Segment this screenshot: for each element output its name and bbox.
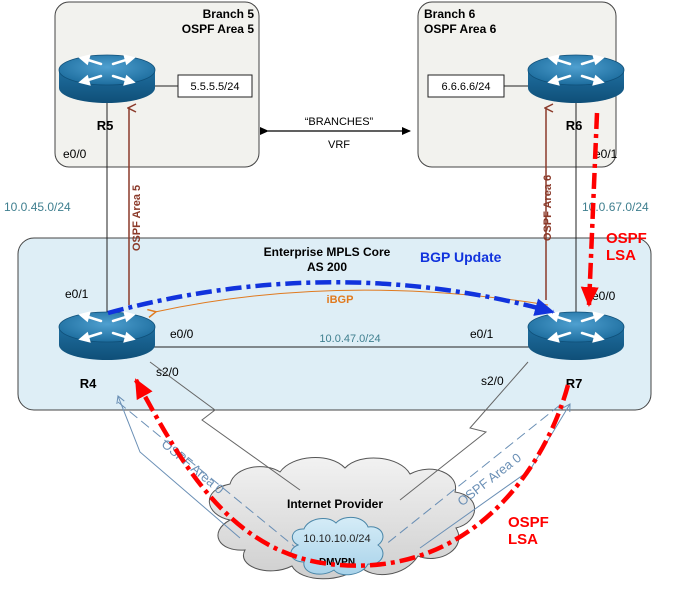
r6-name: R6 (566, 118, 583, 133)
bgp-update-arrow (107, 280, 555, 316)
branch6-title: Branch 6 (424, 7, 476, 21)
ospf-lsa-top-arrow (580, 112, 600, 307)
ospf-area6-label: OSPF Area 6 (542, 175, 554, 241)
dmvpn-subnet: 10.10.10.0/24 (303, 533, 370, 545)
r4-name: R4 (80, 376, 97, 391)
serial-r7-internet (399, 361, 529, 501)
r5-prefix: 5.5.5.5/24 (191, 81, 240, 93)
router-r7[interactable] (526, 310, 626, 362)
r7-s2-0: s2/0 (481, 374, 504, 388)
r4-e0-1: e0/1 (65, 287, 89, 301)
ospf-area0-left-label: OSPF Area 0 (159, 436, 227, 497)
ospf-area5-label: OSPF Area 5 (131, 185, 143, 251)
r7-e0-1: e0/1 (470, 327, 494, 341)
serial-r4-internet (149, 361, 301, 491)
router-r5[interactable] (57, 53, 157, 105)
r7-e0-0: e0/0 (592, 289, 616, 303)
router-r6[interactable] (526, 53, 626, 105)
router-r4[interactable] (57, 310, 157, 362)
branch5-area: OSPF Area 5 (182, 22, 255, 36)
ospf-lsa-top-line1: OSPF (606, 230, 647, 247)
core-as: AS 200 (307, 260, 347, 274)
r4-e0-0: e0/0 (170, 327, 194, 341)
ibgp-label: iBGP (327, 294, 354, 306)
core-title: Enterprise MPLS Core (264, 245, 391, 259)
vrf-label: VRF (328, 139, 350, 151)
ospf-area0-right-label: OSPF Area 0 (454, 450, 524, 509)
r5-prefix-box (177, 74, 253, 98)
mpls-core-box (17, 237, 652, 411)
r5-name: R5 (97, 118, 114, 133)
r6-prefix-box (427, 74, 505, 98)
r6-prefix: 6.6.6.6/24 (442, 81, 491, 93)
dmvpn-label: DMVPN (319, 557, 355, 568)
internet-title: Internet Provider (287, 497, 383, 511)
tunnel-r7-dmvpn (384, 404, 561, 546)
ospf-lsa-bottom-line1: OSPF (508, 514, 549, 531)
bgp-update-label: BGP Update (420, 249, 502, 265)
ibgp-arc (155, 289, 549, 312)
r6-iface: e0/1 (594, 147, 618, 161)
r5-iface: e0/0 (63, 147, 87, 161)
subnet-r6-r7: 10.0.67.0/24 (582, 200, 649, 214)
branch5-box (54, 1, 260, 168)
vrf-name: “BRANCHES” (305, 116, 374, 128)
subnet-r4-r5: 10.0.45.0/24 (4, 200, 71, 214)
ospf-area0-left-arrow (116, 395, 241, 539)
branch5-title: Branch 5 (203, 7, 255, 21)
r4-s2-0: s2/0 (156, 365, 179, 379)
ospf-lsa-top-line2: LSA (606, 247, 636, 264)
r7-name: R7 (566, 376, 583, 391)
branch6-area: OSPF Area 6 (424, 22, 497, 36)
ospf-lsa-bottom-arrow (134, 378, 571, 568)
tunnel-r4-dmvpn (117, 401, 296, 548)
subnet-r4-r7: 10.0.47.0/24 (319, 333, 380, 345)
ospf-lsa-bottom-line2: LSA (508, 531, 538, 548)
